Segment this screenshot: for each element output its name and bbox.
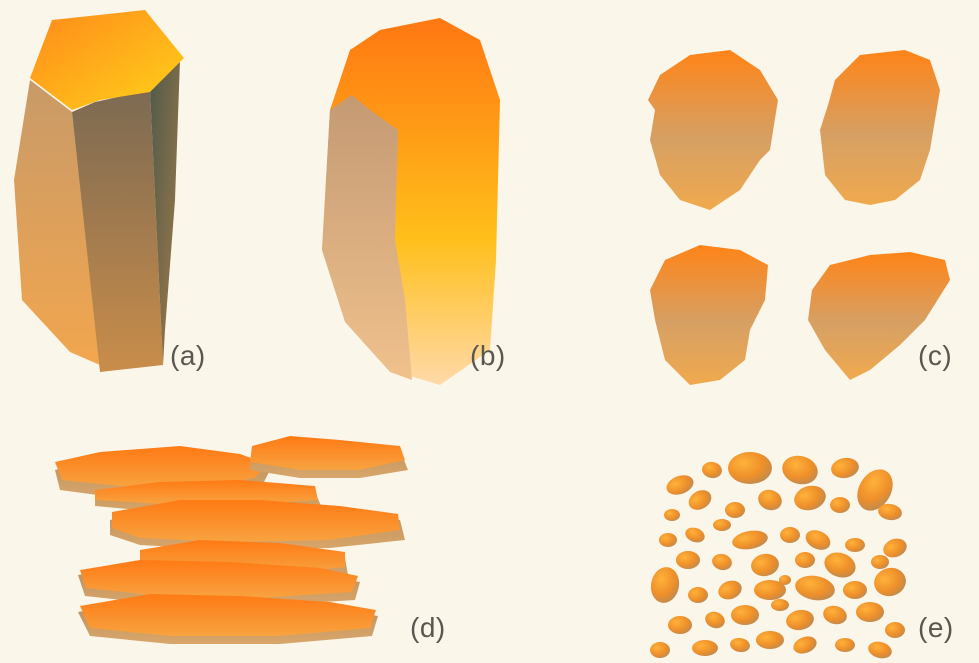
pebble-particle	[793, 573, 837, 604]
pebble-particle	[885, 622, 905, 638]
pebble-particle	[725, 502, 745, 518]
rock-particle-1	[648, 50, 778, 210]
pebble-particle	[664, 472, 696, 498]
pebble-particle	[650, 642, 670, 658]
pebble-particle	[692, 640, 718, 656]
pebble-particle	[771, 599, 789, 611]
pebble-particle	[668, 616, 692, 634]
pebble-particle	[871, 555, 889, 569]
platy-flake-particles	[55, 436, 408, 644]
pebble-particle	[703, 609, 727, 631]
pebble-particle	[728, 452, 772, 484]
pebble-particle	[791, 482, 828, 513]
pebble-particle	[843, 581, 867, 599]
pebble-particle	[676, 551, 700, 569]
pebble-particle	[866, 639, 893, 661]
pebble-particle	[729, 636, 751, 653]
prismatic-column-particle	[14, 10, 184, 372]
pebble-particle	[685, 486, 715, 514]
panel-label-c: (c)	[918, 340, 952, 372]
pebble-particle	[755, 486, 784, 513]
pebble-particle	[791, 633, 819, 656]
pebble-particle	[784, 608, 815, 633]
pebble-particle	[664, 509, 680, 521]
pebble-particle	[756, 631, 784, 649]
panel-label-e: (e)	[918, 612, 954, 644]
pebble-particle	[731, 605, 759, 625]
pebble-particle	[821, 548, 859, 581]
rock-particle-2	[820, 50, 940, 205]
pebble-particle	[688, 587, 708, 603]
pebble-particle	[779, 452, 821, 488]
panel-label-b: (b)	[470, 340, 506, 372]
pebble-particle	[710, 552, 733, 573]
pebble-particle	[871, 564, 909, 599]
pebble-particle	[713, 519, 731, 531]
pebble-particle	[829, 456, 860, 481]
pebble-particle	[845, 538, 865, 552]
pebble-particle	[648, 565, 682, 605]
pebble-particle	[830, 497, 850, 513]
rock-particle-3	[650, 245, 768, 385]
pebble-particle	[701, 460, 723, 479]
pebble-particle	[779, 575, 791, 585]
pebble-particle	[749, 552, 780, 579]
pebble-particle	[683, 525, 707, 545]
pebble-particles	[648, 452, 909, 661]
pebble-particle	[659, 533, 677, 547]
pebble-particle	[716, 577, 745, 602]
panel-label-a: (a)	[170, 340, 206, 372]
pebble-particle	[802, 526, 833, 553]
pebble-particle	[856, 602, 884, 622]
pebble-particle	[731, 528, 770, 552]
panel-label-d: (d)	[410, 612, 446, 644]
irregular-rock-particles	[648, 50, 950, 385]
pebble-particle	[795, 552, 815, 568]
pebble-particle	[780, 527, 800, 543]
pebble-particle	[835, 638, 855, 652]
rounded-column-particle	[322, 18, 500, 385]
pebble-particle	[821, 603, 849, 627]
